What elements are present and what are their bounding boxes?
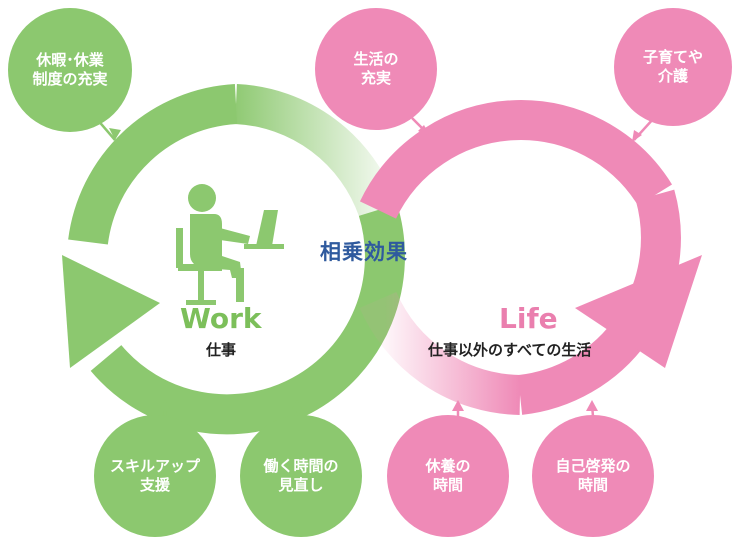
work-subtitle: 仕事: [206, 341, 237, 359]
bubble-childcare-nursing: 子育てや 介護: [614, 8, 732, 126]
work-title: Work: [180, 302, 262, 335]
life-cycle-arrow: [359, 100, 702, 415]
bubble-rest-time: 休養の 時間: [387, 415, 509, 537]
bubble-skill-up-support: スキルアップ 支援: [94, 415, 216, 537]
person-at-laptop-icon: [176, 184, 284, 305]
bubble-fulfilling-life: 生活の 充実: [315, 8, 437, 130]
work-arrowhead: [62, 255, 160, 368]
bubble-self-development-time: 自己啓発の 時間: [532, 415, 654, 537]
life-title: Life: [499, 302, 558, 335]
synergy-label: 相乗効果: [320, 240, 408, 264]
bubble-work-hours-review: 働く時間の 見直し: [240, 415, 362, 537]
life-subtitle: 仕事以外のすべての生活: [428, 341, 592, 359]
bubble-leave-system: 休暇･休業 制度の充実: [8, 8, 132, 132]
life-arrowhead: [575, 255, 702, 368]
family-icon: [466, 177, 584, 294]
